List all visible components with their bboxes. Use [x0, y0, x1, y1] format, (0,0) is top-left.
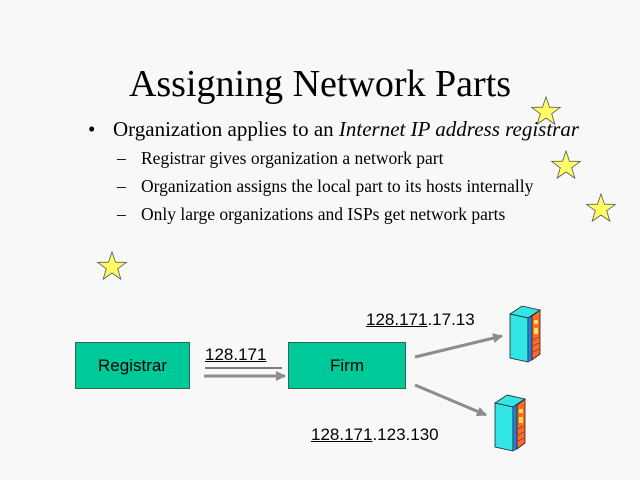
bullet-main-text: Organization applies to an [113, 117, 339, 141]
firm-label: Firm [330, 355, 364, 375]
bullet-list: • Organization applies to an Internet IP… [88, 115, 608, 227]
star-icon [97, 251, 127, 280]
dash: – [117, 148, 126, 168]
server-icon [509, 305, 541, 363]
network-part-label: 128.171 [205, 345, 267, 364]
registrar-label: Registrar [98, 355, 167, 375]
dash: – [117, 176, 126, 196]
dash: – [117, 204, 126, 224]
bullet-dot: • [88, 117, 96, 141]
host1-address: 128.171.17.13 [366, 310, 475, 330]
registrar-box: Registrar [75, 342, 190, 389]
firm-to-host2-arrow [414, 383, 487, 417]
sub-bullet-2: – Organization assigns the local part to… [88, 174, 608, 199]
sub-bullet-text: Only large organizations and ISPs get ne… [141, 204, 506, 224]
firm-to-host1-arrow [414, 333, 503, 359]
host2-local: .123.130 [372, 425, 439, 444]
sub-bullet-text: Registrar gives organization a network p… [141, 148, 444, 168]
host2-network: 128.171 [311, 425, 373, 444]
sub-bullet-3: – Only large organizations and ISPs get … [88, 202, 608, 227]
host1-local: .17.13 [427, 310, 475, 329]
sub-bullet-text: Organization assigns the local part to i… [141, 176, 534, 196]
firm-box: Firm [288, 342, 406, 389]
host2-address: 128.171.123.130 [311, 425, 439, 445]
star-icon [586, 193, 616, 222]
star-icon [551, 150, 581, 179]
server-icon [494, 394, 526, 452]
sub-bullet-1: – Registrar gives organization a network… [88, 146, 608, 171]
host1-network: 128.171 [366, 310, 428, 329]
slide-title: Assigning Network Parts [128, 63, 512, 105]
star-icon [531, 96, 561, 125]
